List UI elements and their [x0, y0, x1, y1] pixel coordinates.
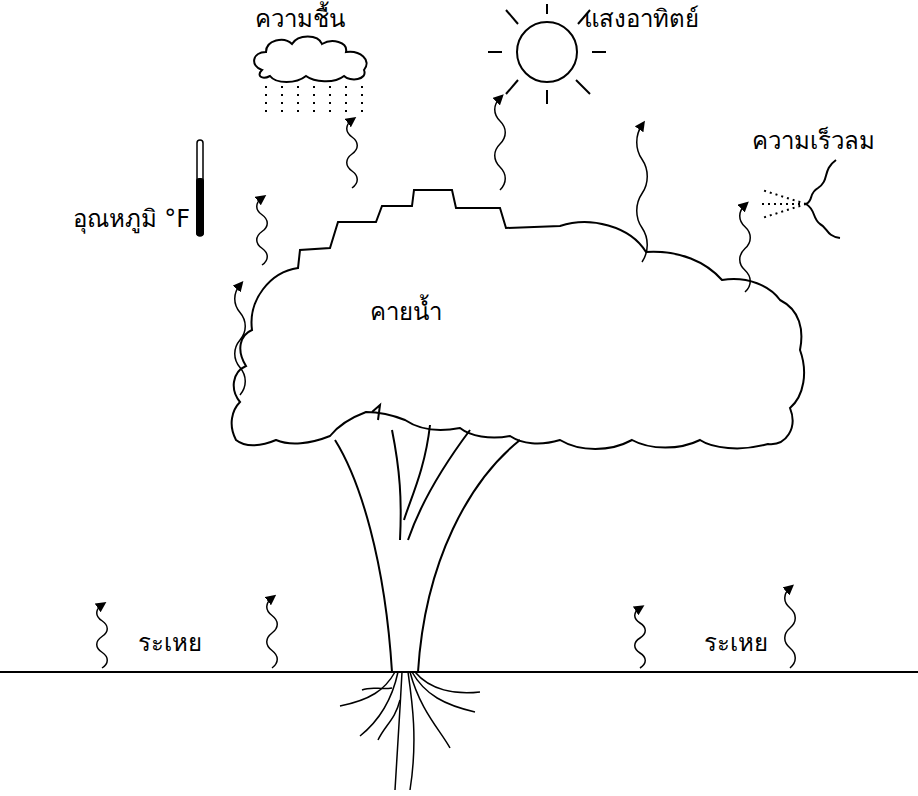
tree-trunk — [335, 405, 520, 672]
factor-label: อุณหภูมิ °F — [73, 204, 190, 234]
tree-canopy: คายน้ำ — [228, 183, 808, 463]
vapor-arrow — [495, 98, 506, 190]
cloud — [254, 37, 366, 83]
vapor-arrow — [635, 608, 646, 668]
wind-symbol — [760, 160, 840, 238]
process-label: ระเหย — [138, 628, 202, 658]
process-label: คายน้ำ — [370, 297, 442, 327]
rain — [266, 86, 362, 116]
canopy-outline — [228, 183, 808, 463]
vapor-arrow — [785, 588, 796, 668]
process-label: ระเหย — [704, 628, 768, 658]
vapor-arrow — [267, 598, 278, 668]
factor-label: แสงอาทิตย์ — [584, 4, 699, 34]
vapor-arrow — [347, 120, 358, 188]
factor-label: ความชื้น — [255, 4, 345, 34]
vapor-arrow — [257, 198, 268, 265]
vapor-arrow — [235, 285, 246, 395]
ground-line — [0, 671, 918, 673]
factor-label: ความเร็วลม — [752, 126, 875, 156]
vapor-arrow — [97, 605, 108, 668]
thermometer — [196, 140, 204, 236]
roots — [340, 672, 480, 790]
